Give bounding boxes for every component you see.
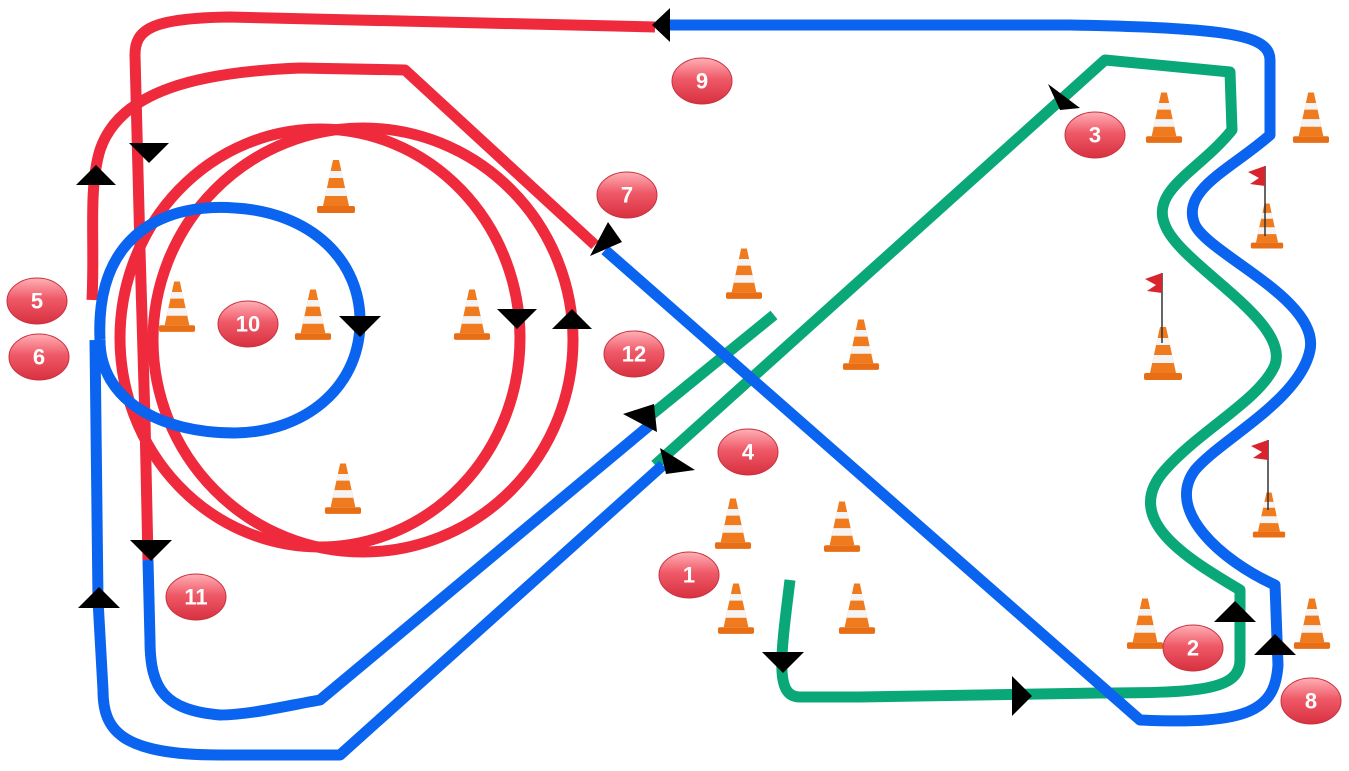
marker-label: 8 xyxy=(1305,689,1317,714)
marker-5: 5 xyxy=(6,277,68,325)
direction-arrow-icon xyxy=(623,404,657,432)
marker-label: 10 xyxy=(236,312,260,337)
traffic-cone-icon xyxy=(453,289,491,340)
markers: 1 2 3 4 5 6 7 8 xyxy=(6,57,1342,725)
marker-6: 6 xyxy=(8,333,70,381)
traffic-cone-icon xyxy=(324,463,362,514)
marker-label: 1 xyxy=(683,563,695,588)
marker-label: 7 xyxy=(621,183,633,208)
direction-arrow-icon xyxy=(76,165,116,185)
traffic-cone-icon xyxy=(294,289,332,340)
direction-arrow-icon xyxy=(590,222,622,256)
marker-7: 7 xyxy=(596,171,658,219)
traffic-cone-icon xyxy=(838,583,876,634)
direction-arrow-icon xyxy=(762,652,804,673)
marker-3: 3 xyxy=(1064,111,1126,159)
direction-arrow-icon xyxy=(1214,601,1256,622)
marker-label: 4 xyxy=(742,440,755,465)
direction-arrow-icon xyxy=(129,143,169,163)
marker-label: 5 xyxy=(31,289,43,314)
direction-arrow-icon xyxy=(1012,676,1032,716)
traffic-cone-icon xyxy=(1292,92,1330,143)
marker-11: 11 xyxy=(165,573,227,621)
direction-arrow-icon xyxy=(130,540,172,561)
marker-label: 2 xyxy=(1187,636,1199,661)
direction-arrow-icon xyxy=(497,309,537,329)
traffic-cone-icon xyxy=(1252,492,1286,538)
direction-arrows xyxy=(76,8,1296,716)
marker-label: 12 xyxy=(622,342,646,367)
marker-12: 12 xyxy=(603,330,665,378)
green-route xyxy=(641,54,1282,703)
traffic-cone-icon xyxy=(823,501,861,552)
traffic-cone-icon xyxy=(1293,598,1331,649)
direction-arrow-icon xyxy=(552,309,592,329)
marker-2: 2 xyxy=(1162,624,1224,672)
marker-9: 9 xyxy=(671,57,733,105)
marker-label: 9 xyxy=(696,69,708,94)
marker-label: 11 xyxy=(184,585,207,610)
traffic-cone-icon xyxy=(717,583,755,634)
red-route xyxy=(86,11,656,561)
traffic-cone-icon xyxy=(317,160,355,213)
direction-arrow-icon xyxy=(652,8,670,42)
traffic-cone-icon xyxy=(1145,92,1183,143)
marker-label: 6 xyxy=(33,345,45,370)
marker-label: 3 xyxy=(1089,123,1101,148)
direction-arrow-icon xyxy=(1048,84,1080,110)
marker-1: 1 xyxy=(658,551,720,599)
traffic-cone-icon xyxy=(725,248,763,299)
traffic-cone-icon xyxy=(1144,327,1182,380)
traffic-cone-icon xyxy=(1126,598,1164,649)
direction-arrow-icon xyxy=(660,448,695,474)
traffic-cone-icon xyxy=(1250,203,1284,249)
marker-4: 4 xyxy=(717,428,779,476)
direction-arrow-icon xyxy=(1254,634,1296,655)
direction-arrow-icon xyxy=(339,316,381,337)
marker-10: 10 xyxy=(217,300,279,348)
traffic-cone-icon xyxy=(714,498,752,549)
traffic-cone-icon xyxy=(842,319,880,370)
direction-arrow-icon xyxy=(78,587,120,608)
marker-8: 8 xyxy=(1280,677,1342,725)
